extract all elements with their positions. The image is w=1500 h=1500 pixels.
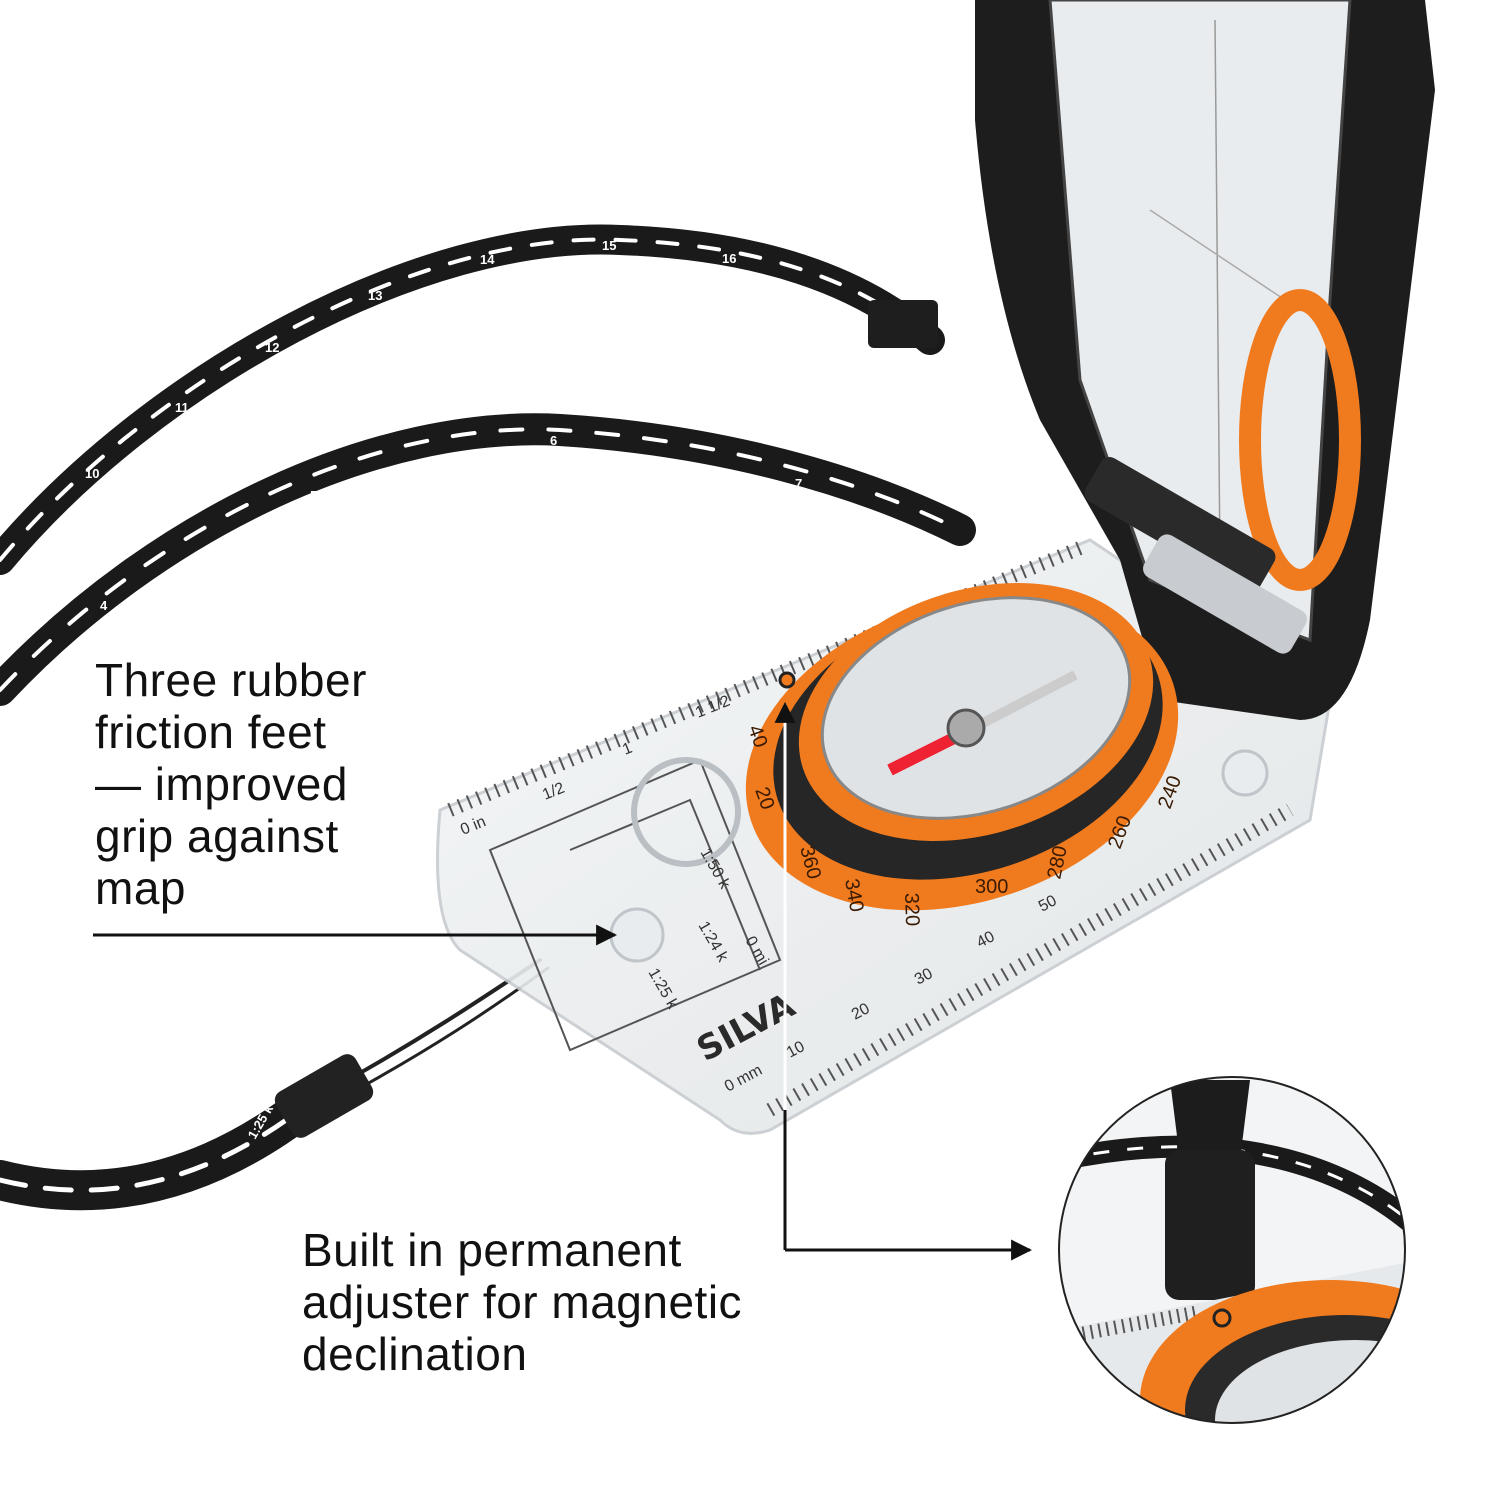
ruler-mm-label: 30 [912, 965, 936, 988]
callout-declination: Built in permanent adjuster for magnetic… [302, 1224, 862, 1380]
compass-capsule [745, 583, 1179, 911]
bezel-label: 320 [900, 892, 923, 926]
callout-line: grip against [95, 810, 339, 862]
lanyard-label: 11 [175, 400, 189, 415]
hinge [1084, 457, 1307, 654]
callout-line: adjuster for magnetic [302, 1276, 743, 1328]
lanyard-label: 14 [480, 252, 495, 267]
cord-lock [274, 1054, 374, 1138]
lanyard-label: 15 [602, 238, 616, 253]
declination-adjuster [778, 671, 796, 689]
lanyard-label: 6 [550, 433, 557, 448]
ruler-mm-label: 40 [974, 928, 998, 951]
lanyard-label: 12 [265, 340, 279, 355]
lanyard-clip [868, 300, 938, 348]
detail-inset [1058, 1076, 1406, 1424]
lanyard-label: 4 [100, 598, 108, 613]
friction-foot [609, 907, 665, 963]
lanyard-label: 13 [368, 288, 382, 303]
lanyard-label: 16 [722, 251, 736, 266]
ruler-mm-label: 50 [1036, 892, 1060, 915]
callout-line: map [95, 862, 186, 914]
lanyard-label: 10 [85, 466, 99, 481]
callout-line: friction feet [95, 706, 327, 758]
callout-line: Three rubber [95, 654, 367, 706]
ruler-mm-label: 10 [784, 1038, 808, 1061]
magnifier [631, 757, 741, 867]
lanyard-label: 7 [795, 476, 802, 491]
callout-line: Built in permanent [302, 1224, 682, 1276]
callout-friction-feet: Three rubber friction feet — improved gr… [95, 654, 435, 914]
bezel-label: 300 [975, 876, 1008, 898]
callout-line: declination [302, 1328, 528, 1380]
callout-line: — improved [95, 758, 348, 810]
ruler-ticks [447, 541, 1294, 1117]
friction-foot [1221, 749, 1269, 797]
ruler-mm-label: 20 [849, 1000, 873, 1023]
lanyard-label: 5 [310, 488, 317, 503]
